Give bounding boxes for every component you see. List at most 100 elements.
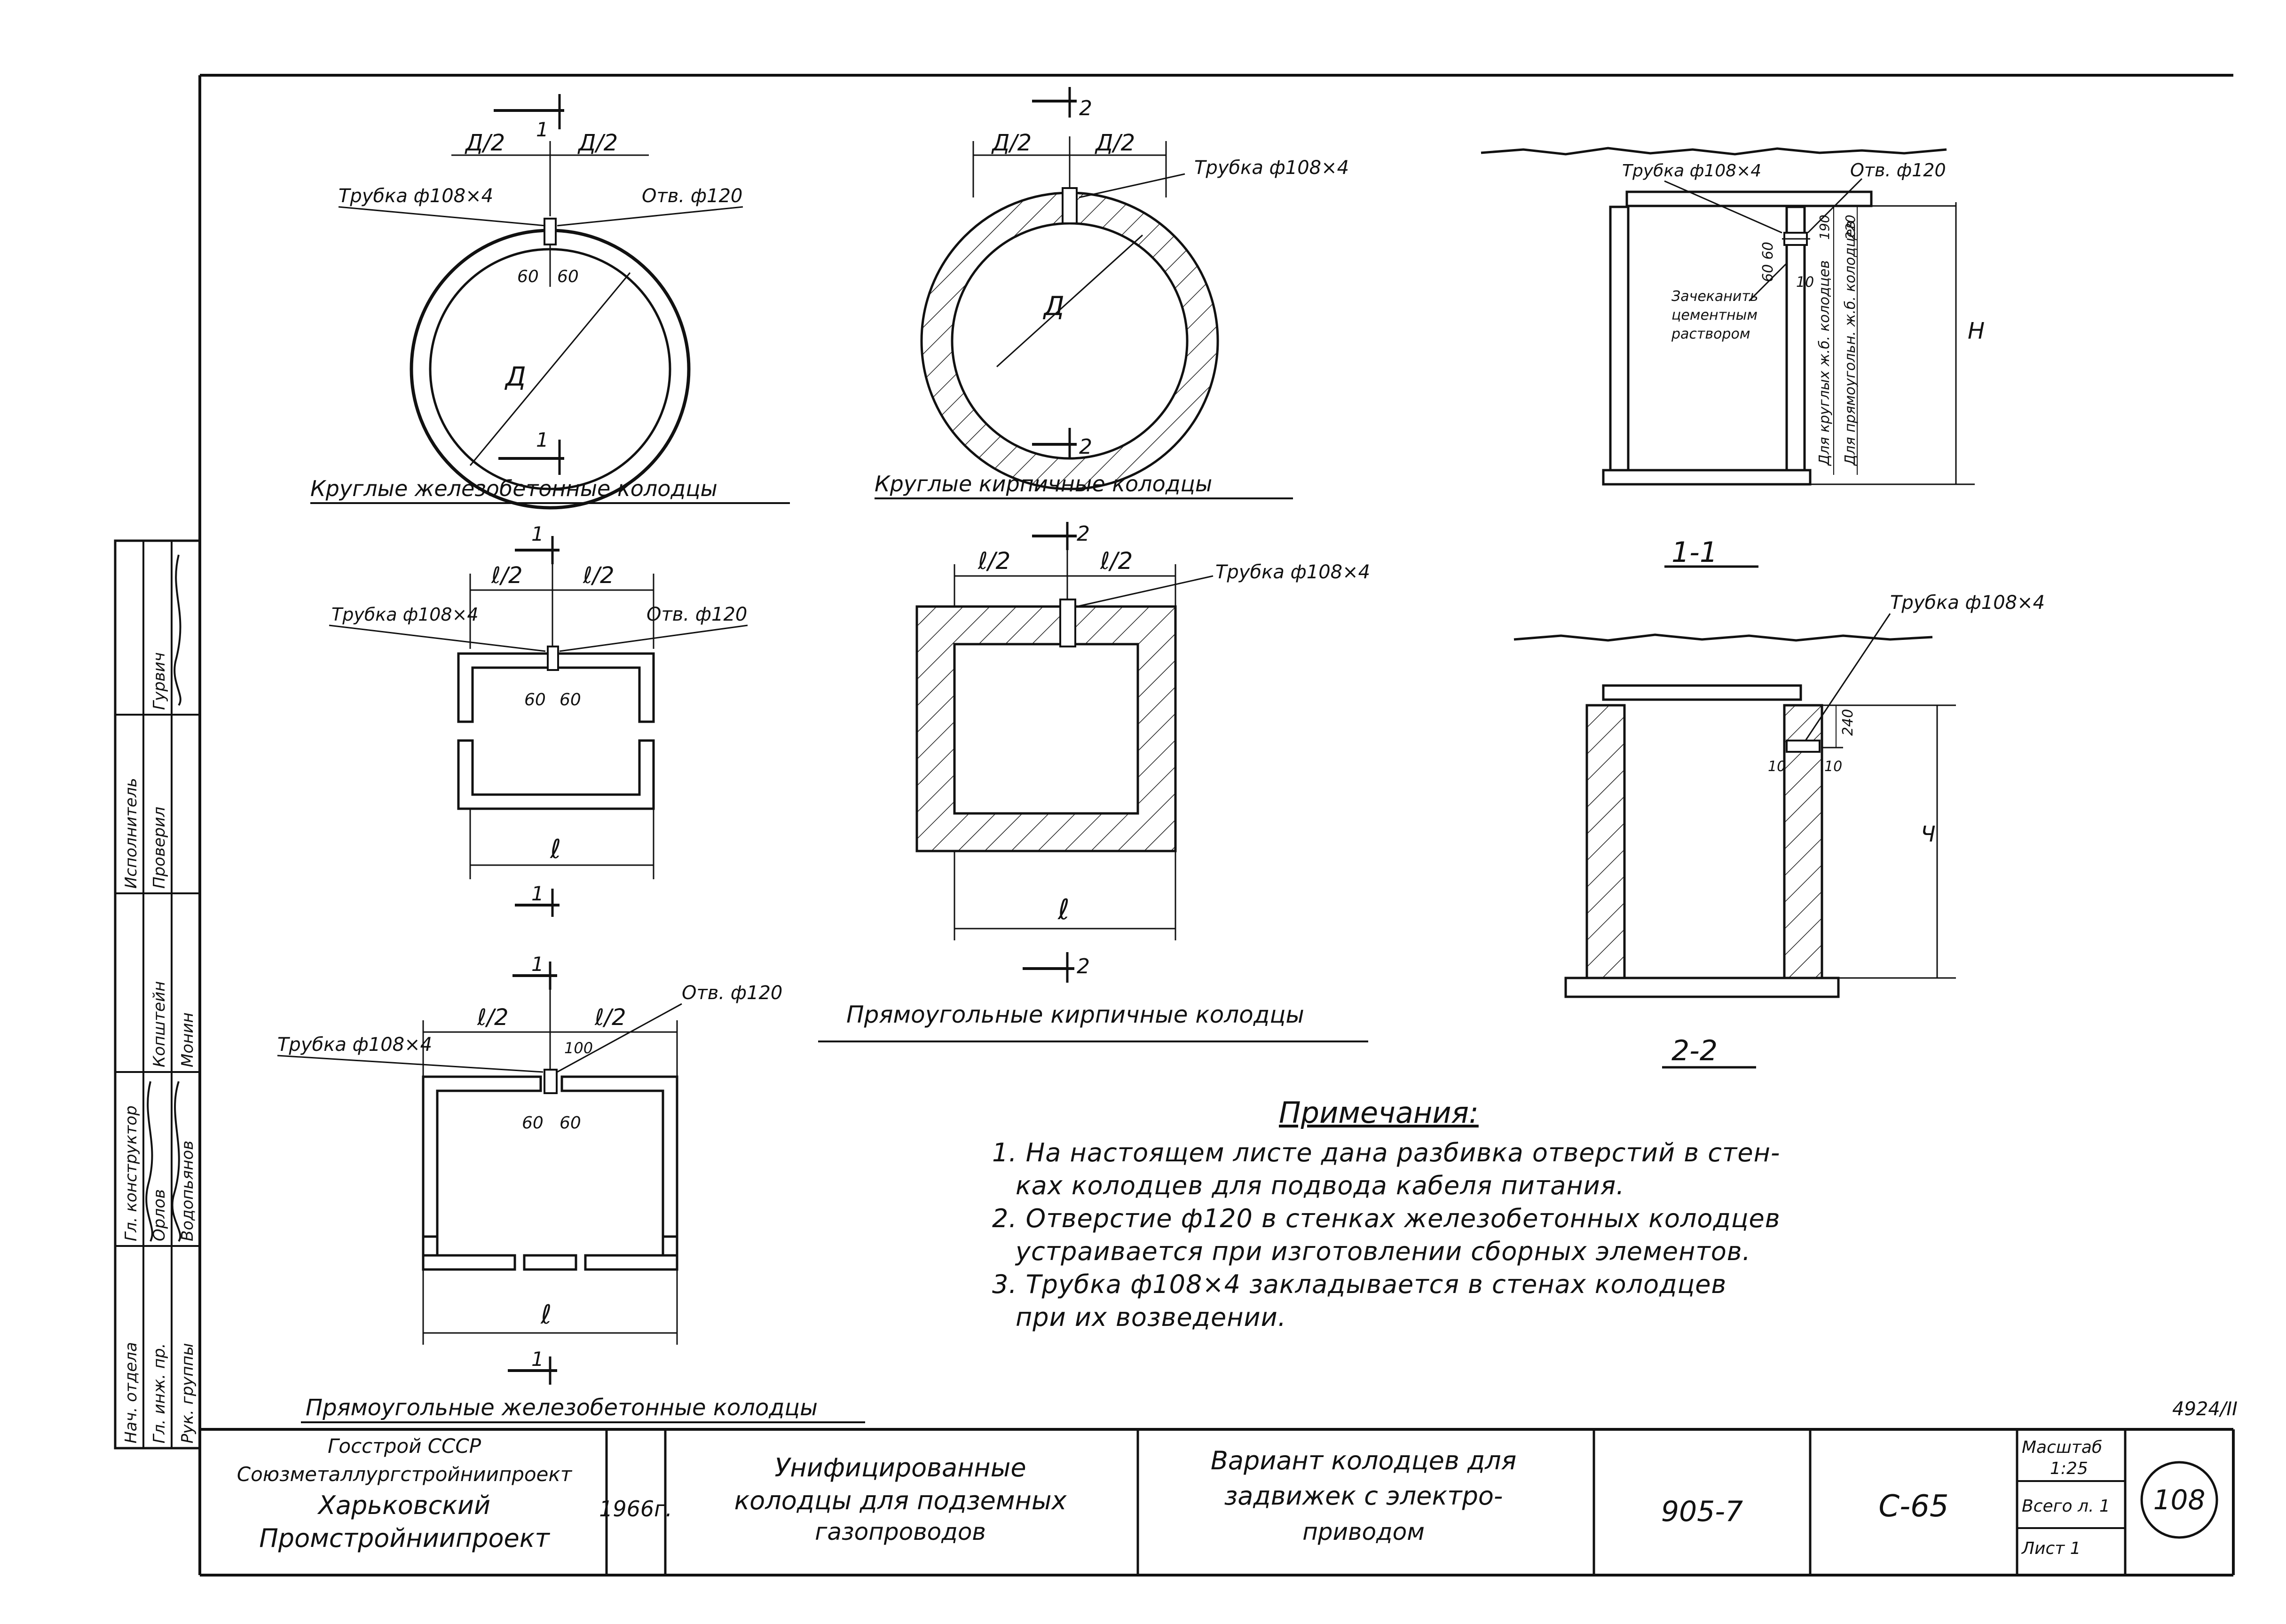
notes-line-1: 1. На настоящем листе дана разбивка отве…: [992, 1138, 1781, 1167]
tb-year: 1966г.: [599, 1496, 672, 1522]
section-1-dim-220: 220: [1843, 215, 1858, 240]
notes-line-3: 2. Отверстие ф120 в стенках железобетонн…: [992, 1204, 1781, 1233]
tb-org-1: Госстрой СССР: [328, 1435, 481, 1458]
notes-line-4: устраивается при изготовлении сборных эл…: [1016, 1237, 1751, 1266]
rect-rc-small-half-right: ℓ/2: [583, 562, 615, 589]
stamp-name-3: Копштейн: [150, 981, 169, 1067]
section-1-hole-label: Отв. ф120: [1850, 160, 1946, 181]
rect-rc-small-tube-label: Трубка ф108×4: [331, 604, 479, 625]
rect-rc-large-dim-100: 100: [564, 1039, 593, 1057]
tb-scale-value: 1:25: [2050, 1459, 2088, 1478]
round-rc-half-left: Д/2: [465, 130, 505, 156]
rect-rc-small-well: [329, 536, 748, 917]
round-rc-section-bottom: 1: [536, 428, 549, 451]
stamp-name-4: Монин: [178, 1012, 197, 1067]
side-stamp: [114, 539, 201, 1450]
rect-rc-large-length: ℓ: [540, 1300, 552, 1330]
round-rc-dim-60b: 60: [557, 267, 579, 286]
rect-rc-small-half-left: ℓ/2: [491, 562, 523, 589]
rect-brick-tube-label: Трубка ф108×4: [1215, 561, 1370, 583]
round-rc-hole-label: Отв. ф120: [642, 185, 742, 207]
tb-sheet-title-2: задвижек с электро-: [1224, 1481, 1503, 1511]
stamp-role-3: Гл. инж. пр.: [150, 1343, 169, 1443]
stamp-top-role-2: Проверил: [150, 807, 169, 889]
rect-rc-small-section-top: 1: [531, 522, 544, 545]
rect-rc-small-hole-label: Отв. ф120: [646, 604, 747, 625]
rect-rc-large-hole-label: Отв. ф120: [682, 982, 782, 1004]
round-brick-diameter: Д: [1042, 291, 1064, 322]
section-2-title: 2-2: [1671, 1034, 1718, 1067]
stamp-name-2: Водопьянов: [178, 1141, 197, 1241]
round-rc-diameter: Д: [504, 362, 526, 392]
rect-brick-title: Прямоугольные кирпичные колодцы: [846, 1001, 1304, 1028]
section-2-dim-240: 240: [1840, 709, 1856, 736]
rect-rc-small-length: ℓ: [550, 834, 561, 865]
section-1-dim-190: 190: [1817, 215, 1832, 240]
tb-total-sheets: Всего л. 1: [2022, 1497, 2110, 1516]
round-brick-well: [875, 87, 1293, 499]
round-rc-title: Круглые железобетонные колодцы: [310, 476, 717, 501]
section-1-seal-1: Зачеканить: [1671, 288, 1758, 305]
round-brick-section-top: 2: [1079, 96, 1092, 120]
section-2-dim-10b: 10: [1824, 758, 1842, 775]
notes-line-2: ках колодцев для подвода кабеля питания.: [1016, 1171, 1625, 1200]
section-2-tube-label: Трубка ф108×4: [1890, 592, 2045, 614]
stamp-role-1: Нач. отдела: [122, 1342, 141, 1443]
round-rc-section-top: 1: [536, 118, 549, 141]
tb-org-2: Союзметаллургстройниипроект: [237, 1463, 573, 1486]
round-rc-dim-60a: 60: [517, 267, 539, 286]
tb-sheet-title-3: приводом: [1302, 1518, 1425, 1545]
section-2-dim-10a: 10: [1768, 758, 1786, 775]
stamp-role-2: Гл. конструктор: [122, 1105, 141, 1241]
rect-rc-large-section-bottom: 1: [531, 1348, 544, 1371]
title-block: [200, 1428, 2233, 1575]
stamp-top-name-1: Гурвич: [150, 652, 169, 710]
tb-code: 905-7: [1661, 1495, 1743, 1528]
tb-org-3: Харьковский: [317, 1490, 490, 1520]
rect-rc-large-well: [277, 962, 865, 1423]
rect-brick-half-left: ℓ/2: [977, 547, 1010, 575]
tb-archive-num: 4924/II: [2172, 1398, 2238, 1420]
stamp-top-role-1: Исполнитель: [122, 778, 141, 889]
tb-series-3: газопроводов: [815, 1518, 986, 1545]
section-2-2: [1513, 613, 1956, 1069]
signature-marks: [145, 554, 181, 1242]
round-brick-tube-label: Трубка ф108×4: [1194, 157, 1349, 179]
rect-rc-large-section-top: 1: [531, 953, 544, 976]
stamp-role-4: Рук. группы: [178, 1343, 197, 1443]
notes-title: Примечания:: [1279, 1096, 1479, 1130]
tb-sheet-title-1: Вариант колодцев для: [1211, 1446, 1516, 1475]
section-1-vertical-2: Для прямоугольн. ж.б. колодцев: [1842, 221, 1859, 466]
rect-rc-small-dim-60a: 60: [524, 690, 546, 710]
rect-brick-length: ℓ: [1057, 893, 1070, 926]
section-1-seal-2: цементным: [1671, 307, 1758, 323]
section-1-seal-3: раствором: [1671, 326, 1750, 342]
tb-org-4: Промстройниипроект: [259, 1523, 550, 1553]
round-brick-half-right: Д/2: [1095, 130, 1135, 156]
tb-sheet-code: С-65: [1878, 1489, 1948, 1524]
rect-rc-large-tube-label: Трубка ф108×4: [277, 1034, 432, 1056]
tb-page-num: 108: [2153, 1484, 2206, 1516]
rect-rc-large-dim-60a: 60: [522, 1113, 544, 1133]
rect-rc-small-section-bottom: 1: [531, 882, 544, 905]
section-1-height: Н: [1968, 318, 1985, 344]
notes-line-6: при их возведении.: [1016, 1302, 1286, 1332]
tb-sheet-num: Лист 1: [2021, 1539, 2081, 1558]
round-rc-half-right: Д/2: [577, 130, 618, 156]
section-1-dims-60: 60 60: [1760, 242, 1776, 282]
tb-series-1: Унифицированные: [774, 1453, 1026, 1482]
rect-rc-large-dim-60b: 60: [560, 1113, 581, 1133]
tb-series-2: колодцы для подземных: [734, 1486, 1067, 1515]
rect-rc-small-dim-60b: 60: [560, 690, 581, 710]
rect-brick-well: [818, 522, 1368, 1042]
section-1-title: 1-1: [1671, 536, 1718, 569]
tb-scale-label: Масштаб: [2022, 1438, 2102, 1457]
section-1-1: [1481, 147, 1975, 568]
section-1-dim-10: 10: [1796, 274, 1814, 291]
rect-rc-large-title: Прямоугольные железобетонные колодцы: [306, 1395, 818, 1421]
round-brick-title: Круглые кирпичные колодцы: [875, 471, 1212, 497]
round-rc-tube-label: Трубка ф108×4: [339, 185, 493, 207]
section-1-vertical-1: Для круглых ж.б. колодцев: [1816, 260, 1833, 466]
rect-brick-section-bottom: 2: [1077, 954, 1090, 978]
rect-brick-section-top: 2: [1077, 522, 1090, 546]
